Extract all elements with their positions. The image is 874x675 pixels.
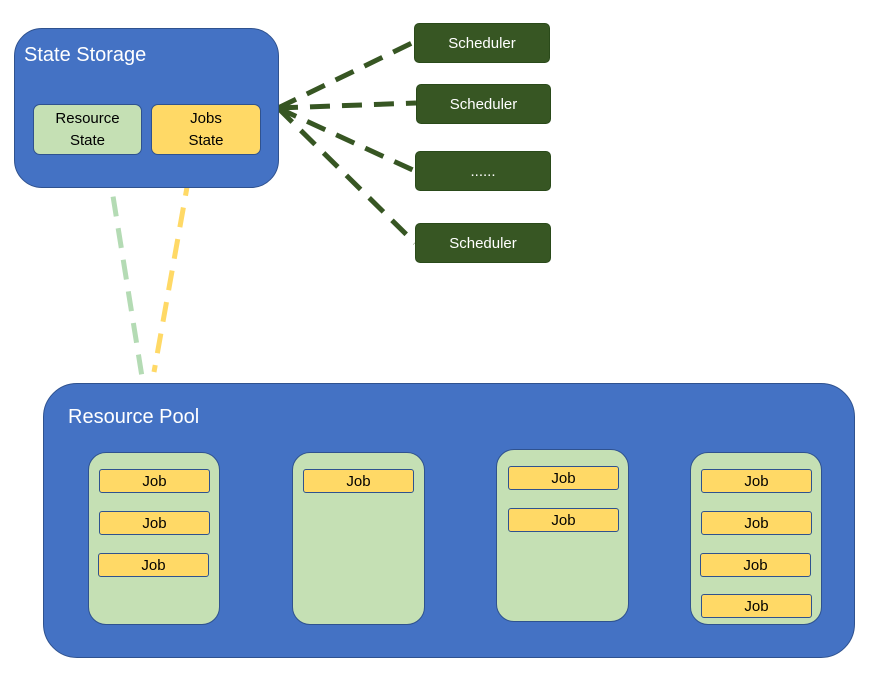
scheduler-connector-1 [276, 39, 416, 111]
scheduler-box-1: Scheduler [414, 23, 550, 63]
jobs-state-connector [151, 175, 192, 373]
job-box: Job [303, 469, 414, 493]
job-box: Job [701, 594, 812, 618]
scheduler-connector-3 [276, 105, 417, 174]
job-box: Job [700, 553, 811, 577]
state-storage-title: State Storage [24, 44, 147, 66]
scheduler-box-ellipsis: ...... [415, 151, 551, 191]
job-box: Job [508, 508, 619, 532]
resource-pool-title: Resource Pool [68, 406, 200, 428]
scheduler-box-4: Scheduler [415, 223, 551, 263]
job-box: Job [99, 511, 210, 535]
job-box: Job [508, 466, 619, 490]
job-box: Job [98, 553, 209, 577]
job-box: Job [701, 511, 812, 535]
scheduler-box-2: Scheduler [416, 84, 551, 124]
scheduler-connector-2 [277, 100, 417, 111]
jobs-state-box: Jobs State [151, 104, 261, 155]
resource-state-connector [105, 164, 146, 384]
job-box: Job [99, 469, 210, 493]
scheduler-connector-4 [276, 106, 417, 245]
job-box: Job [701, 469, 812, 493]
resource-state-box: Resource State [33, 104, 142, 155]
